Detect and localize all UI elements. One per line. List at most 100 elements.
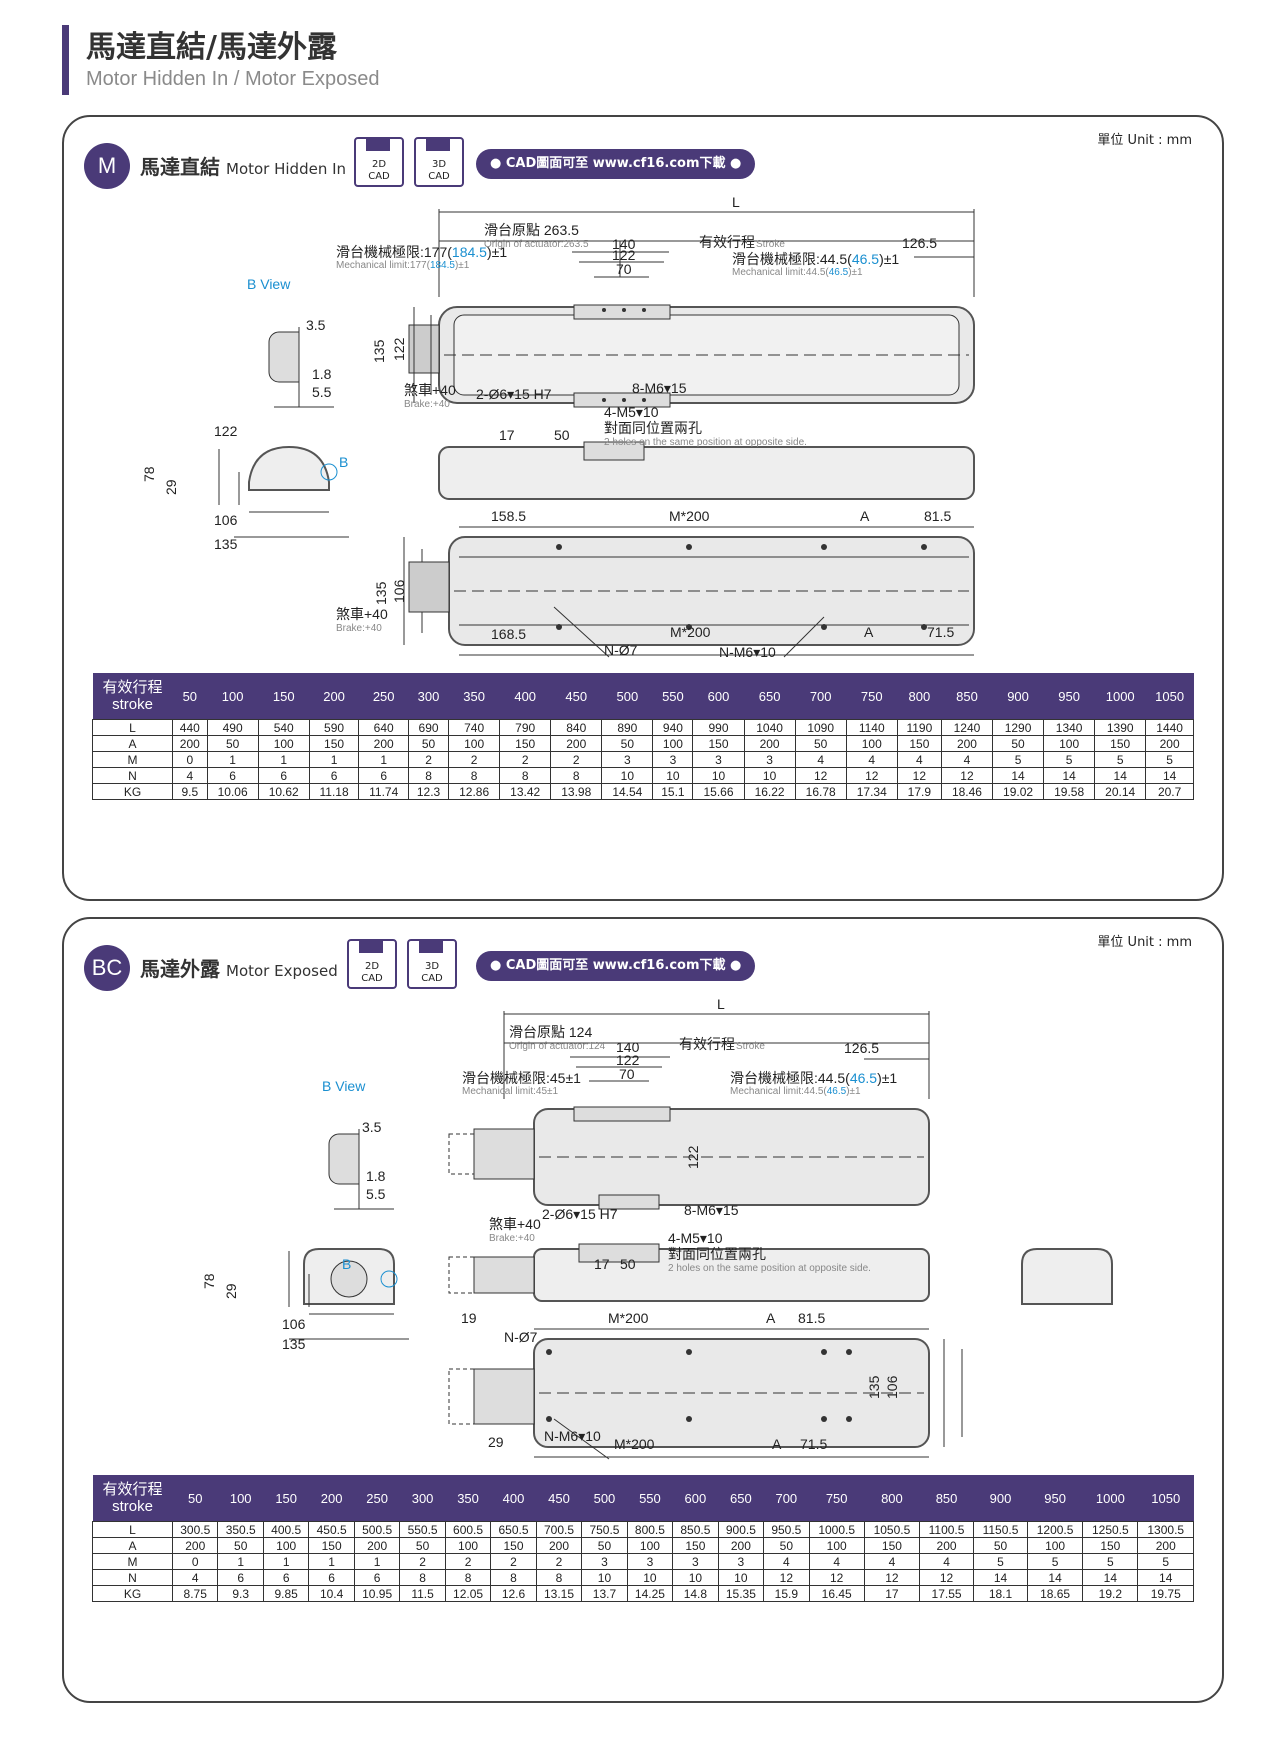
section-title-zh: 馬達外露 xyxy=(140,957,220,981)
table-cell: 14 xyxy=(1094,767,1147,784)
table-cell: 840 xyxy=(550,719,603,736)
table-cell: 50 xyxy=(973,1537,1028,1554)
table-cell: 14 xyxy=(1137,1569,1194,1586)
table-cell: 990 xyxy=(692,719,745,736)
table-cell: 10 xyxy=(717,1569,765,1586)
table-cell: 150 xyxy=(672,1537,719,1554)
table-cell: 6 xyxy=(262,1569,310,1586)
table-cell: 200 xyxy=(940,735,994,752)
table-cell: 12.05 xyxy=(444,1585,492,1602)
brake-label-bottom: 煞車+40 xyxy=(336,606,388,622)
stroke-column-header: 100 xyxy=(207,673,259,720)
table-cell: 150 xyxy=(1094,735,1147,752)
table-cell: 200 xyxy=(358,735,409,752)
table-cell: 11.5 xyxy=(399,1585,446,1602)
stroke-header-zh: 有效行程 xyxy=(102,679,163,696)
stroke-column-header: 500 xyxy=(601,673,653,720)
table-cell: 200 xyxy=(171,1537,219,1554)
table-cell: 19.58 xyxy=(1043,783,1096,800)
row-label: N xyxy=(92,767,173,784)
table-cell: 8.75 xyxy=(171,1585,219,1602)
table-cell: 150 xyxy=(863,1537,921,1554)
dim-70: 70 xyxy=(619,1066,635,1082)
table-cell: 2 xyxy=(499,751,552,768)
table-cell: 790 xyxy=(499,719,552,736)
stroke-column-header: 400 xyxy=(490,1475,537,1522)
table-cell: 9.3 xyxy=(217,1585,264,1602)
row-label: N xyxy=(92,1569,173,1586)
table-cell: 5 xyxy=(973,1553,1028,1570)
table-cell: 50 xyxy=(206,735,259,752)
table-cell: 100 xyxy=(448,735,501,752)
table-cell: 16.22 xyxy=(743,783,796,800)
stroke-column-header: 150 xyxy=(258,673,310,720)
cad-download-link[interactable]: ● CAD圖面可至 www.cf16.com下載 ● xyxy=(476,951,756,981)
end-dim-78: 78 xyxy=(141,466,157,482)
dim-m200-bottom: M*200 xyxy=(670,624,711,640)
table-cell: 2 xyxy=(448,751,501,768)
bottom-dim-135: 135 xyxy=(866,1375,882,1399)
table-cell: 18.1 xyxy=(973,1585,1028,1602)
dim-5-5: 5.5 xyxy=(312,384,332,400)
row-label: KG xyxy=(92,1585,173,1602)
table-cell: 50 xyxy=(581,1537,628,1554)
stroke-column-header: 650 xyxy=(718,1475,764,1522)
table-cell: 17.9 xyxy=(896,783,942,800)
brake-label: 煞車+40 xyxy=(489,1216,541,1232)
mech-limit-left-en: Mechanical limit:177(184.5)±1 xyxy=(336,260,470,271)
origin-label-en: Origin of actuator:263.5 xyxy=(484,239,589,250)
stroke-column-header: 350 xyxy=(445,1475,491,1522)
table-cell: 9.85 xyxy=(262,1585,310,1602)
dim-m200-top: M*200 xyxy=(669,508,710,524)
table-cell: 50 xyxy=(407,735,450,752)
stroke-column-header: 900 xyxy=(973,1475,1028,1522)
dim-17: 17 xyxy=(594,1256,610,1272)
table-cell: 100 xyxy=(652,735,694,752)
table-cell: 6 xyxy=(358,767,409,784)
table-cell: 690 xyxy=(407,719,450,736)
table-cell: 400.5 xyxy=(262,1521,310,1538)
table-cell: 10.62 xyxy=(257,783,310,800)
table-cell: 100 xyxy=(444,1537,492,1554)
b-view-title: B View xyxy=(322,1078,366,1094)
dim-168-5: 168.5 xyxy=(491,626,526,642)
table-cell: 1140 xyxy=(845,719,898,736)
table-cell: 2 xyxy=(535,1553,583,1570)
table-cell: 5 xyxy=(991,751,1045,768)
table-cell: 12 xyxy=(794,767,847,784)
table-cell: 800.5 xyxy=(626,1521,674,1538)
stroke-column-header: 50 xyxy=(172,673,208,720)
row-label: L xyxy=(92,719,173,736)
table-cell: 5 xyxy=(1094,751,1147,768)
dim-5-5: 5.5 xyxy=(366,1186,386,1202)
stroke-label-en: Stroke xyxy=(736,1041,765,1052)
dim-m200-bottom: M*200 xyxy=(614,1436,655,1452)
dim-height-122: 122 xyxy=(391,337,407,361)
table-cell: 2 xyxy=(407,751,450,768)
table-cell: 15.9 xyxy=(763,1585,810,1602)
cad-download-link[interactable]: ● CAD圖面可至 www.cf16.com下載 ● xyxy=(476,149,756,179)
table-cell: 3 xyxy=(581,1553,628,1570)
table-cell: 1000.5 xyxy=(808,1521,865,1538)
stroke-column-header: 750 xyxy=(809,1475,865,1522)
table-cell: 9.5 xyxy=(172,783,208,800)
table-cell: 14.8 xyxy=(672,1585,719,1602)
table-cell: 0 xyxy=(172,751,208,768)
mech-limit-left: 滑台機械極限:45±1 xyxy=(462,1070,581,1086)
table-cell: 50 xyxy=(399,1537,446,1554)
stroke-column-header: 250 xyxy=(358,673,409,720)
table-cell: 6 xyxy=(353,1569,401,1586)
brake-label-en: Brake:+40 xyxy=(404,399,450,410)
table-cell: 5 xyxy=(1026,1553,1084,1570)
table-cell: 940 xyxy=(652,719,694,736)
stroke-column-header: 150 xyxy=(263,1475,309,1522)
table-cell: 500.5 xyxy=(353,1521,401,1538)
table-cell: 200 xyxy=(1145,735,1194,752)
stroke-column-header: 900 xyxy=(992,673,1044,720)
table-cell: 1 xyxy=(308,1553,355,1570)
